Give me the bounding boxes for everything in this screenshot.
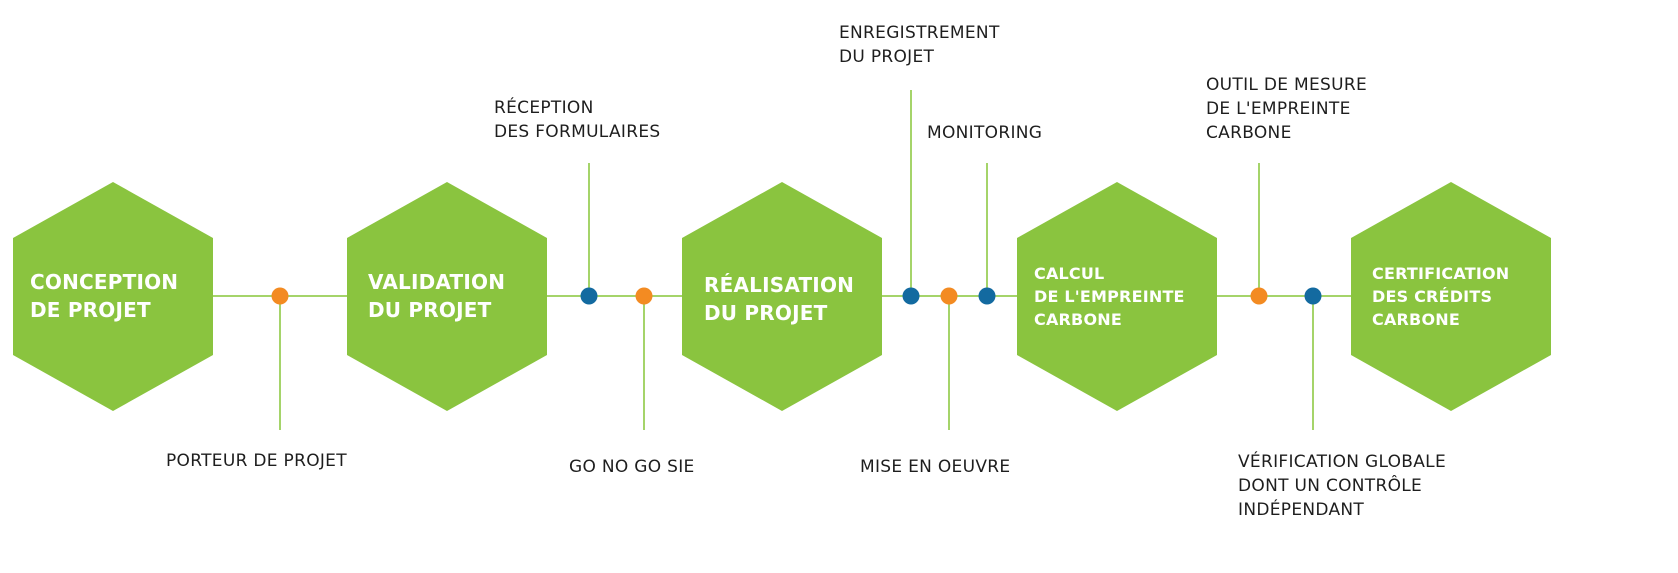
milestone-label-enregistrement: ENREGISTREMENT DU PROJET (839, 23, 1000, 67)
milestone-label-gonogo: GO NO GO SIE (569, 457, 695, 477)
stage-hexagon-validation (347, 182, 547, 411)
milestone-label-outil: OUTIL DE MESURE DE L'EMPREINTE CARBONE (1206, 75, 1368, 143)
milestone-dot-porteur (271, 287, 289, 305)
milestone-dot-verification (1304, 287, 1322, 305)
milestone-label-monitoring: MONITORING (927, 123, 1043, 143)
milestone-dot-reception (580, 287, 598, 305)
stage-hexagon-conception (13, 182, 213, 411)
milestone-dot-outil (1250, 287, 1268, 305)
milestone-dots (271, 287, 1322, 305)
stage-hexagon-calcul (1017, 182, 1217, 411)
milestone-label-reception: RÉCEPTION DES FORMULAIRES (494, 98, 661, 142)
milestone-label-mise-en-oeuvre: MISE EN OEUVRE (860, 457, 1011, 477)
milestone-dot-monitoring (978, 287, 996, 305)
milestone-dot-mise-en-oeuvre (940, 287, 958, 305)
milestone-dot-gonogo (635, 287, 653, 305)
stage-hexagons (13, 182, 1551, 411)
milestone-dot-enregistrement (902, 287, 920, 305)
stage-hexagon-realisation (682, 182, 882, 411)
stage-hexagon-certification (1351, 182, 1551, 411)
milestone-label-verification: VÉRIFICATION GLOBALE DONT UN CONTRÔLE IN… (1238, 452, 1446, 520)
milestone-label-porteur: PORTEUR DE PROJET (166, 451, 347, 471)
